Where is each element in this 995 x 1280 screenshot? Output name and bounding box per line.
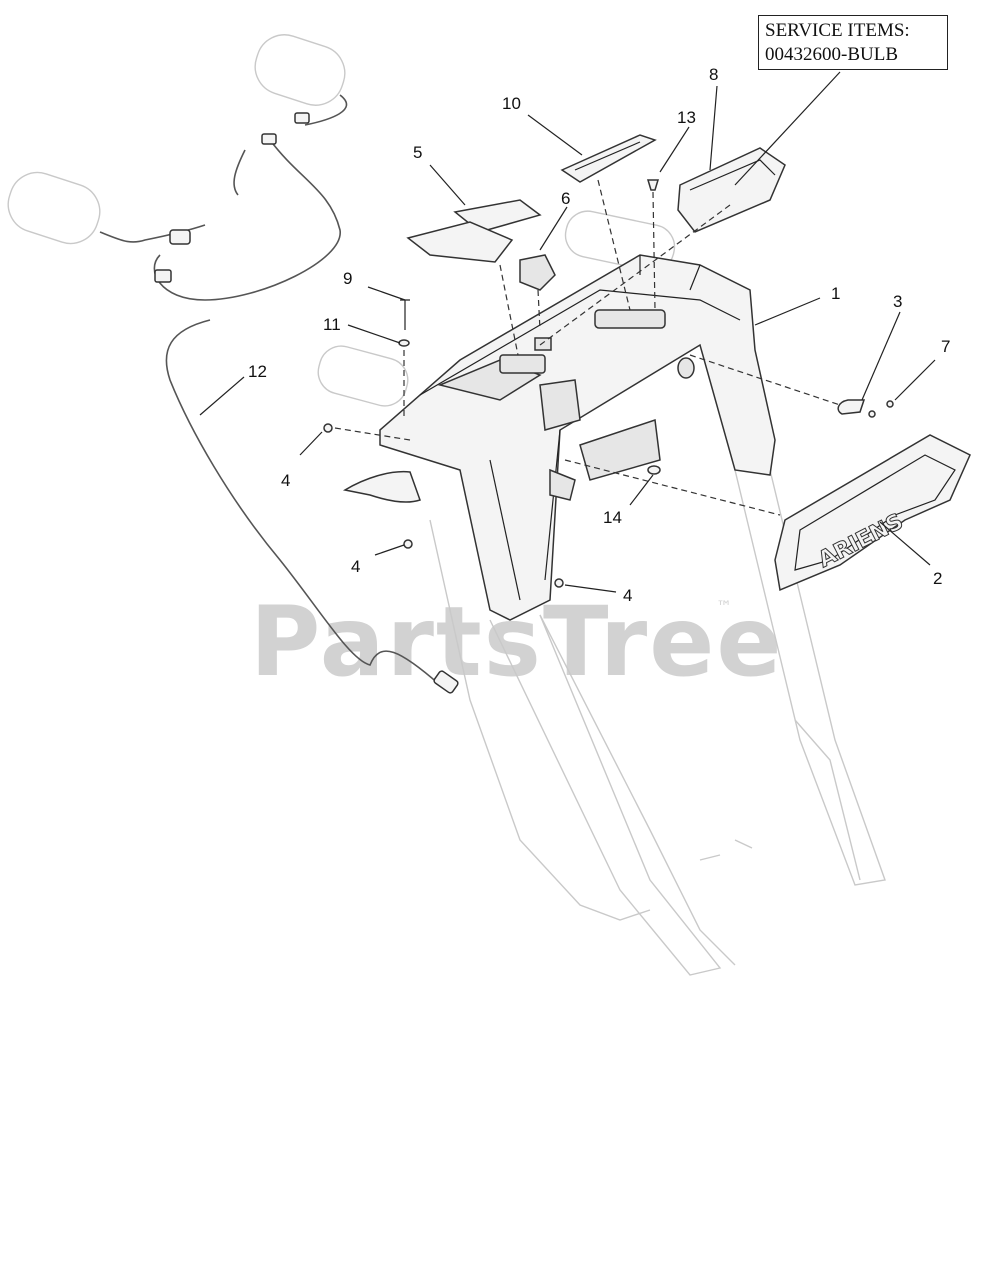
screw-7 xyxy=(886,400,894,408)
callout-8: 8 xyxy=(709,65,718,84)
callout-7: 7 xyxy=(941,337,950,356)
wiring-harness xyxy=(99,94,459,694)
callout-6: 6 xyxy=(561,189,570,208)
callouts: 1 2 3 4 4 4 4 5 6 7 8 9 10 11 12 13 14 xyxy=(248,65,950,605)
callout-3: 3 xyxy=(893,292,902,311)
watermark-trademark: ™ xyxy=(716,597,732,616)
screw xyxy=(400,299,410,330)
callout-2: 2 xyxy=(933,569,942,588)
screw-4-b xyxy=(403,539,413,549)
service-items-box: SERVICE ITEMS: 00432600-BULB xyxy=(758,15,948,70)
callout-14: 14 xyxy=(603,508,622,527)
dash-panel xyxy=(379,254,776,621)
callout-4-c: 4 xyxy=(623,586,632,605)
headlight-assembly xyxy=(677,147,786,233)
rocker-switch xyxy=(519,254,556,291)
callout-13: 13 xyxy=(677,108,696,127)
assembly-lines xyxy=(334,179,841,516)
nut-14 xyxy=(647,465,661,475)
nut xyxy=(868,410,876,418)
callout-10: 10 xyxy=(502,94,521,113)
light-lens xyxy=(560,134,657,183)
screw-4-c xyxy=(554,578,564,588)
brand-plate: ARIENS xyxy=(774,434,971,592)
callout-1: 1 xyxy=(831,284,840,303)
callout-9: 9 xyxy=(343,269,352,288)
callout-12: 12 xyxy=(248,362,267,381)
service-items-title: SERVICE ITEMS: xyxy=(765,20,910,41)
bracket xyxy=(837,399,866,415)
lower-handle-tubes xyxy=(429,469,886,976)
handle-grips xyxy=(7,34,676,407)
service-items-part: 00432600-BULB xyxy=(765,44,898,65)
control-lever xyxy=(342,470,421,503)
screw-4-a xyxy=(323,423,333,433)
callout-4-a: 4 xyxy=(281,471,290,490)
washer xyxy=(398,339,410,347)
callout-5: 5 xyxy=(413,143,422,162)
switch-covers xyxy=(406,199,542,263)
callout-11: 11 xyxy=(323,315,341,334)
callout-4-b: 4 xyxy=(351,557,360,576)
leader-lines xyxy=(199,71,936,593)
rivet xyxy=(646,179,660,191)
